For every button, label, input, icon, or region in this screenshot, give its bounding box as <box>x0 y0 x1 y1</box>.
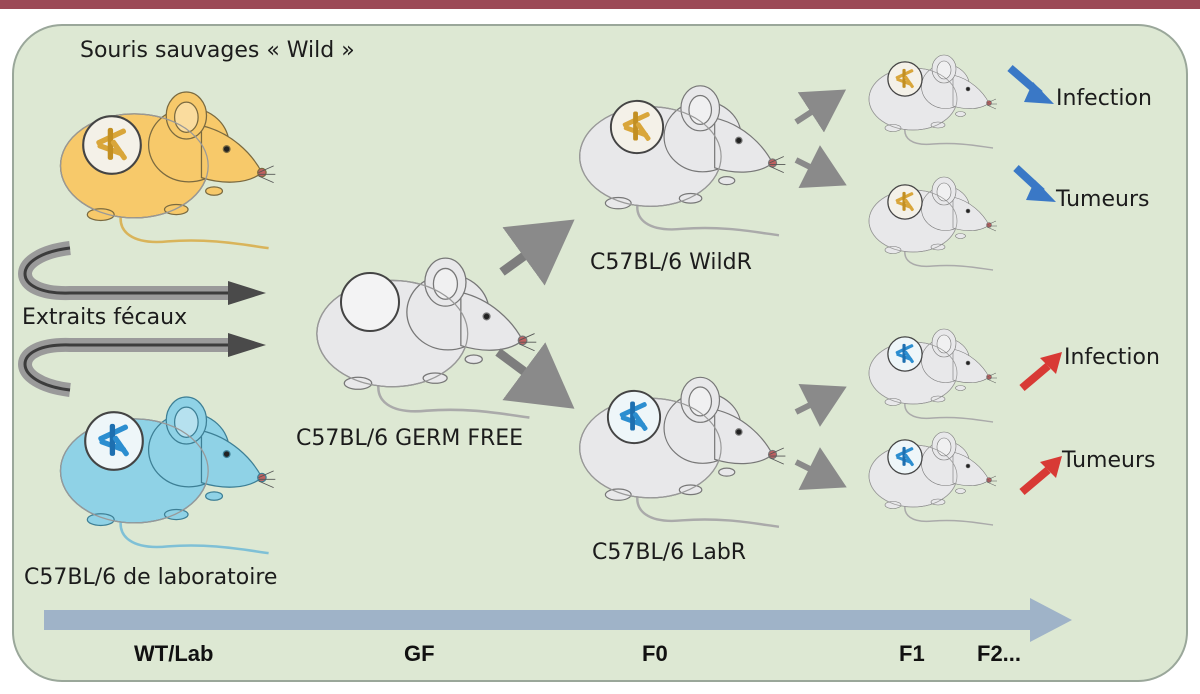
f1-wildr-mouse-1 <box>868 54 998 149</box>
timeline-label-f1: F1 <box>899 641 925 666</box>
labr-mouse <box>578 376 787 529</box>
lab-mouse-label: C57BL/6 de laboratoire <box>24 565 278 590</box>
wildr-mouse <box>578 84 787 237</box>
fecal-transfer-arrows <box>18 241 266 397</box>
wild-mice-title: Souris sauvages « Wild » <box>80 38 355 63</box>
wild-microbiota-icon <box>82 115 142 175</box>
f1-labr-mouse-1 <box>868 328 998 423</box>
f1-wildr-microbiota-icon-2 <box>887 184 923 220</box>
wild-mouse <box>59 90 277 250</box>
f1-wildr-mouse-2 <box>868 176 998 271</box>
fecal-extracts-label: Extraits fécaux <box>22 305 188 330</box>
timeline-label-f2: F2... <box>977 641 1022 666</box>
outcome-label-tumors-down: Tumeurs <box>1056 187 1150 212</box>
empty-gut-icon <box>340 272 400 332</box>
germ-free-label: C57BL/6 GERM FREE <box>296 426 524 451</box>
lab-microbiota-icon <box>84 411 144 471</box>
trend-arrow-down-icon <box>1007 64 1054 104</box>
top-border <box>0 0 1200 9</box>
gf-to-f0-arrows <box>495 219 575 409</box>
timeline-label-f0: F0 <box>642 641 668 666</box>
trend-arrow-up-icon <box>1019 456 1062 496</box>
timeline-label-wt-lab: WT/Lab <box>134 641 214 666</box>
outcome-label-infection-up: Infection <box>1064 345 1160 370</box>
outcome-label-tumors-up: Tumeurs <box>1062 448 1156 473</box>
f1-wildr-microbiota-icon-1 <box>887 61 923 97</box>
labr-label: C57BL/6 LabR <box>592 540 747 565</box>
f1-labr-mouse-2 <box>868 431 998 526</box>
timeline-label-gf: GF <box>404 641 435 666</box>
wildr-label: C57BL/6 WildR <box>590 250 752 275</box>
f0-to-f1-arrows <box>794 89 847 491</box>
f1-labr-microbiota-icon-2 <box>887 439 923 475</box>
wildr-microbiota-icon <box>609 99 665 155</box>
f1-labr-microbiota-icon-1 <box>887 336 923 372</box>
trend-arrow-up-icon <box>1019 352 1062 392</box>
labr-microbiota-icon <box>606 389 662 445</box>
timeline-arrow <box>44 598 1072 642</box>
trend-arrow-down-icon <box>1013 165 1056 202</box>
trend-arrows <box>1007 64 1062 496</box>
outcome-label-infection-down: Infection <box>1056 86 1152 111</box>
